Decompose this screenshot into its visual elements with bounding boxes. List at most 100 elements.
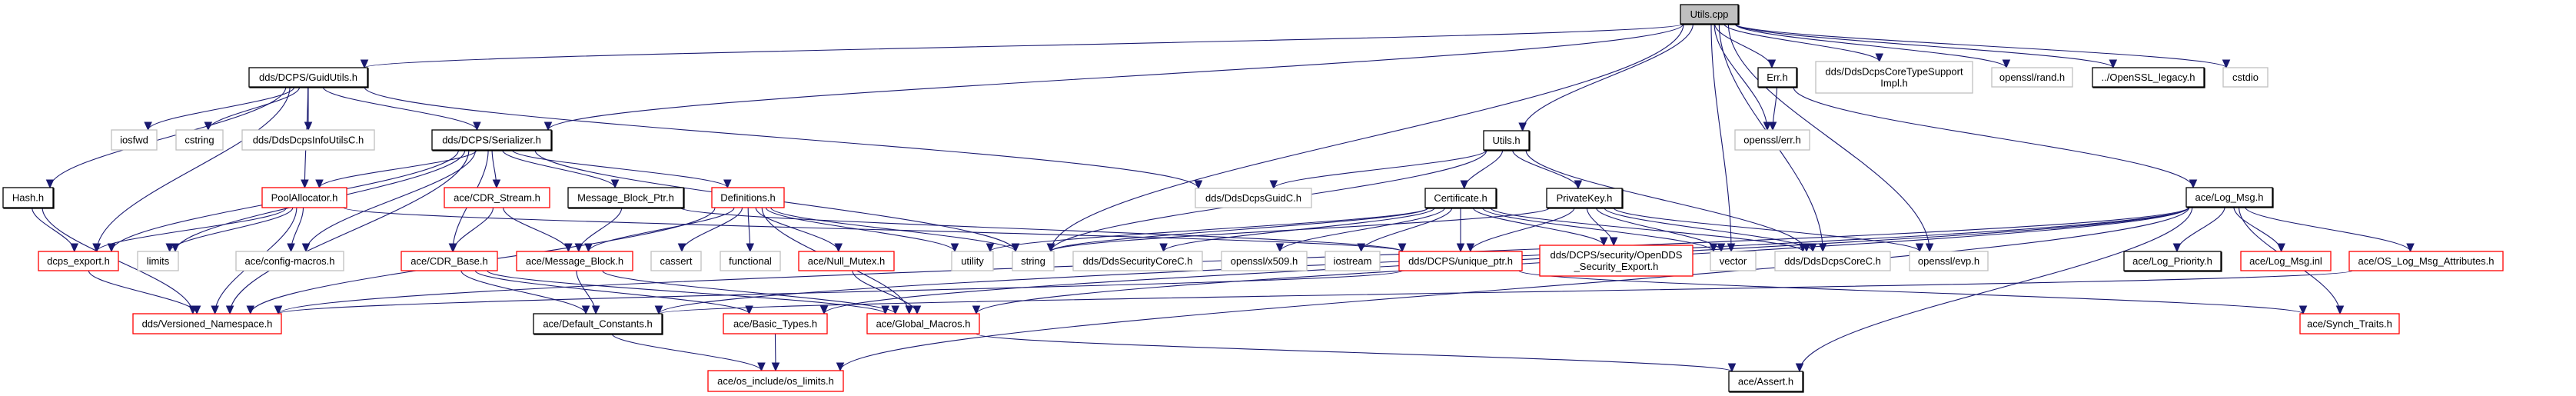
node-box [2092,67,2205,88]
node-dcps-export[interactable]: dcps_export.h [38,251,119,271]
arrowhead-icon [492,179,501,189]
node-box [2222,67,2269,88]
node-string: string [1012,251,1055,271]
arrowhead-icon [972,305,981,315]
edge-cdr_stream-to-cdr_base [452,207,494,252]
node-corec: dds/DdsDcpsCoreC.h [1774,251,1891,271]
edge-cdr_base-to-basic_types [474,270,750,314]
arrowhead-icon [92,243,101,253]
node-err-h[interactable]: Err.h [1757,67,1798,88]
node-assert-h[interactable]: ace/Assert.h [1728,371,1804,393]
node-serializer[interactable]: dds/DCPS/Serializer.h [431,129,553,151]
node-label: ace/Basic_Types.h [733,318,817,330]
arrowhead-icon [723,179,732,189]
arrowhead-icon [745,305,753,315]
arrowhead-icon [1460,180,1469,190]
edge-log_msg-to-log_priority [2176,206,2225,252]
node-default-consts[interactable]: ace/Default_Constants.h [533,313,663,335]
node-global-macros[interactable]: ace/Global_Macros.h [866,313,980,334]
node-box [2123,251,2222,271]
node-label: _Security_Export.h [1574,261,1659,272]
node-mb-ptr[interactable]: Message_Block_Ptr.h [567,187,685,209]
node-label: utility [961,255,984,267]
node-definitions[interactable]: Definitions.h [711,187,785,208]
nodes-layer: Utils.cpp dds/DCPS/GuidUtils.h Err.h dds/Dd… [2,4,2504,393]
arrowhead-icon [1046,243,1055,253]
arrowhead-icon [584,243,593,253]
node-label: ace/Log_Msg.h [2195,191,2264,203]
arrowhead-icon [1727,243,1736,253]
node-box [1325,251,1381,271]
node-label: vector [1720,255,1747,267]
node-label: functional [729,255,772,267]
node-box [248,67,368,88]
node-box [711,187,785,208]
node-box [261,187,347,208]
node-box [1909,251,1989,271]
node-label: ace/Assert.h [1738,376,1793,388]
arrowhead-icon [2222,59,2231,69]
node-box [723,313,828,334]
node-box [1680,4,1739,25]
arrowhead-icon [574,243,583,253]
edge-cdr_base-to-default_consts [460,270,587,314]
node-log-msg[interactable]: ace/Log_Msg.h [2185,187,2274,208]
node-os-log-attr[interactable]: ace/OS_Log_Msg_Attributes.h [2348,251,2504,271]
arrowhead-icon [360,59,369,69]
node-cdr-stream[interactable]: ace/CDR_Stream.h [444,187,550,208]
arrowhead-icon [1795,363,1804,373]
node-hash-h[interactable]: Hash.h [2,187,55,209]
node-label: Err.h [1767,72,1787,83]
arrowhead-icon [912,305,922,315]
arrowhead-icon [1269,180,1278,190]
node-openssl-err: openssl/err.h [1734,129,1810,151]
node-versioned-ns[interactable]: dds/Versioned_Namespace.h [132,313,282,334]
edge-global_macros-to-assert_h [976,333,1733,372]
node-basic-types[interactable]: ace/Basic_Types.h [723,313,828,334]
node-x509: openssl/x509.h [1221,251,1308,271]
edges-layer [32,23,2415,373]
edge-privatekey-to-evp [1613,207,1920,252]
node-ossl-legacy[interactable]: ../OpenSSL_legacy.h [2092,67,2205,88]
node-label: ace/Log_Msg.inl [2249,255,2322,267]
arrowhead-icon [1808,243,1817,253]
node-box [175,129,224,151]
node-poolalloc[interactable]: PoolAllocator.h [261,187,347,208]
node-box [235,251,344,271]
node-label: dcps_export.h [47,255,110,267]
node-utils-h[interactable]: Utils.h [1483,130,1531,151]
node-null-mutex[interactable]: ace/Null_Mutex.h [798,251,895,271]
node-label: cstring [184,135,214,146]
arrowhead-icon [654,305,663,315]
node-label: dds/Versioned_Namespace.h [142,318,273,330]
node-os-limits[interactable]: ace/os_include/os_limits.h [707,370,844,392]
node-box [241,129,375,151]
node-label: dds/DdsDcpsInfoUtilsC.h [253,135,364,146]
node-label: string [1021,255,1045,267]
node-box [1539,245,1694,277]
node-cdr-base[interactable]: ace/CDR_Base.h [401,251,498,271]
node-message-block[interactable]: ace/Message_Block.h [516,251,633,271]
arrowhead-icon [1763,121,1772,131]
node-label: Utils.h [1492,135,1520,146]
node-guidutils[interactable]: dds/DCPS/GuidUtils.h [248,67,369,88]
node-log-msg-inl[interactable]: ace/Log_Msg.inl [2240,251,2332,271]
node-privatekey[interactable]: PrivateKey.h [1546,188,1624,209]
edge-guidutils-to-cstring [208,86,301,131]
node-sec-export[interactable]: dds/DCPS/security/OpenDDS_Security_Expor… [1539,245,1694,277]
node-log-priority[interactable]: ace/Log_Priority.h [2123,251,2222,272]
edge-utils_cpp-to-evp [1727,23,1930,252]
node-label: ../OpenSSL_legacy.h [2102,72,2195,83]
edge-serializer-to-poolalloc [318,149,477,188]
edge-definitions-to-string [770,207,1016,252]
node-utils-cpp[interactable]: Utils.cpp [1680,4,1740,25]
edge-privatekey-to-vector [1595,207,1722,252]
node-box [137,251,179,271]
node-label: dds/DCPS/unique_ptr.h [1408,255,1513,267]
node-certificate[interactable]: Certificate.h [1424,188,1497,209]
node-synch-traits[interactable]: ace/Synch_Traits.h [2299,313,2400,334]
edge-utils_cpp-to-cstdio [1734,23,2227,68]
edge-poolalloc-to-limits [169,207,294,252]
arrowhead-icon [891,305,899,315]
node-unique-ptr[interactable]: dds/DCPS/unique_ptr.h [1398,251,1523,271]
